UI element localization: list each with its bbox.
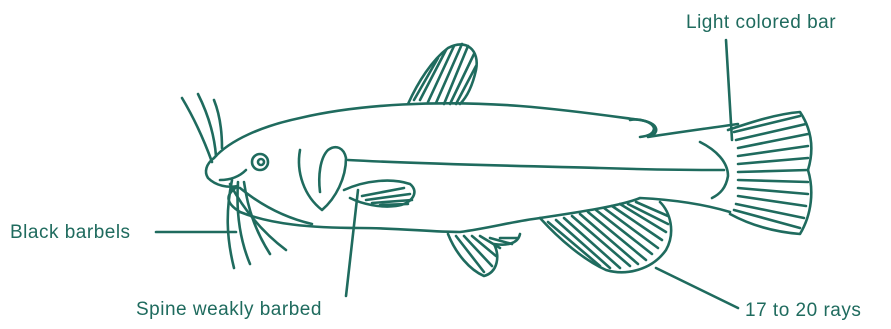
head-lower-line <box>220 170 246 180</box>
anal-fin-rays <box>548 202 668 268</box>
eye <box>252 154 268 170</box>
caudal-fin-rays <box>734 116 808 228</box>
adipose-fin <box>630 119 654 137</box>
label-black-barbels: Black barbels <box>10 223 131 242</box>
pelvic-fin-rays <box>456 236 518 272</box>
pupil <box>258 159 264 165</box>
label-rays: 17 to 20 rays <box>745 301 861 320</box>
label-spine-weakly-barbed: Spine weakly barbed <box>136 300 322 319</box>
leader-rays <box>656 268 738 308</box>
mouth <box>206 158 240 212</box>
body-outline-upper <box>214 103 738 158</box>
label-light-colored-bar: Light colored bar <box>686 13 836 32</box>
lateral-line <box>348 160 724 170</box>
leader-spine <box>346 190 358 296</box>
gill-cover <box>299 147 346 210</box>
